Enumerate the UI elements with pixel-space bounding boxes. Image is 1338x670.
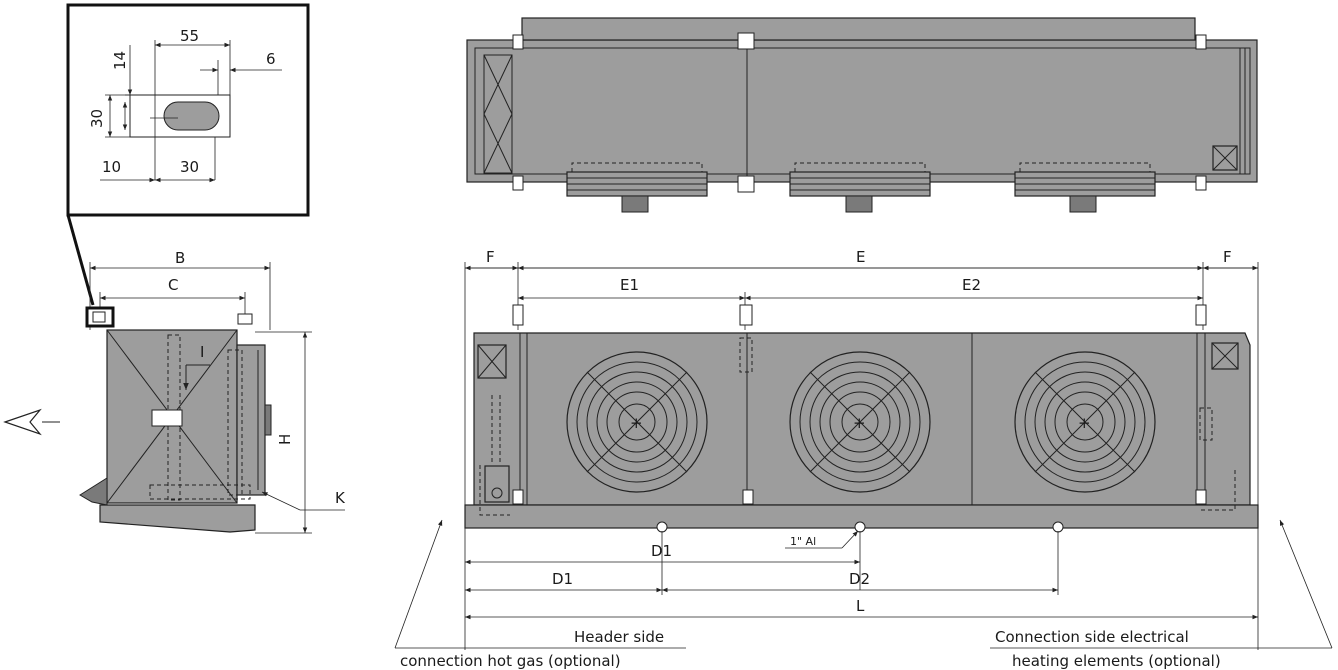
top-fan-3 — [1014, 162, 1156, 213]
top-fan-1 — [566, 162, 708, 213]
dim-30-vertical-label: 30 — [88, 109, 106, 128]
dim-e-label: E — [856, 248, 865, 266]
dim-14-label: 14 — [111, 51, 129, 70]
mounting-slot-detail: 55 6 14 30 10 30 — [66, 3, 310, 217]
dim-c-label: C — [168, 276, 178, 294]
caption-left-line2: connection hot gas (optional) — [400, 652, 621, 670]
fan-guard-1: + — [566, 351, 708, 493]
dim-d1-upper-label: D1 — [651, 542, 672, 560]
svg-text:+: + — [853, 414, 866, 432]
front-view: F E F E1 E2 — [464, 248, 1259, 650]
dim-55-label: 55 — [180, 27, 199, 45]
dim-l-label: L — [856, 597, 865, 615]
dim-e1-label: E1 — [620, 276, 639, 294]
top-view — [466, 17, 1258, 213]
dim-30-horizontal-label: 30 — [180, 158, 199, 176]
dim-d2-label: D2 — [849, 570, 870, 588]
dim-k-label: K — [335, 489, 346, 507]
drain-connection-label: 1" Al — [790, 535, 816, 548]
dim-e2-label: E2 — [962, 276, 981, 294]
dim-f-left-label: F — [486, 248, 495, 266]
side-view: B C I H K — [79, 249, 346, 534]
top-fan-2 — [789, 162, 931, 213]
fan-guard-2: + — [789, 351, 931, 493]
svg-text:+: + — [630, 414, 643, 432]
airflow-arrow-icon — [3, 408, 60, 436]
detail-leader-line — [66, 214, 95, 306]
caption-left-line1: Header side — [574, 628, 664, 646]
svg-text:+: + — [1078, 414, 1091, 432]
fan-guard-3: + — [1014, 351, 1156, 493]
dim-6-label: 6 — [266, 50, 276, 68]
dim-f-right-label: F — [1223, 248, 1232, 266]
caption-right-line2: heating elements (optional) — [1012, 652, 1221, 670]
caption-right-line1: Connection side electrical — [995, 628, 1189, 646]
dim-10-label: 10 — [102, 158, 121, 176]
dim-h-label: H — [276, 434, 294, 445]
dim-i-label: I — [200, 343, 204, 361]
captions: Header side connection hot gas (optional… — [394, 519, 1333, 670]
dim-b-label: B — [175, 249, 185, 267]
dim-d1-lower-label: D1 — [552, 570, 573, 588]
